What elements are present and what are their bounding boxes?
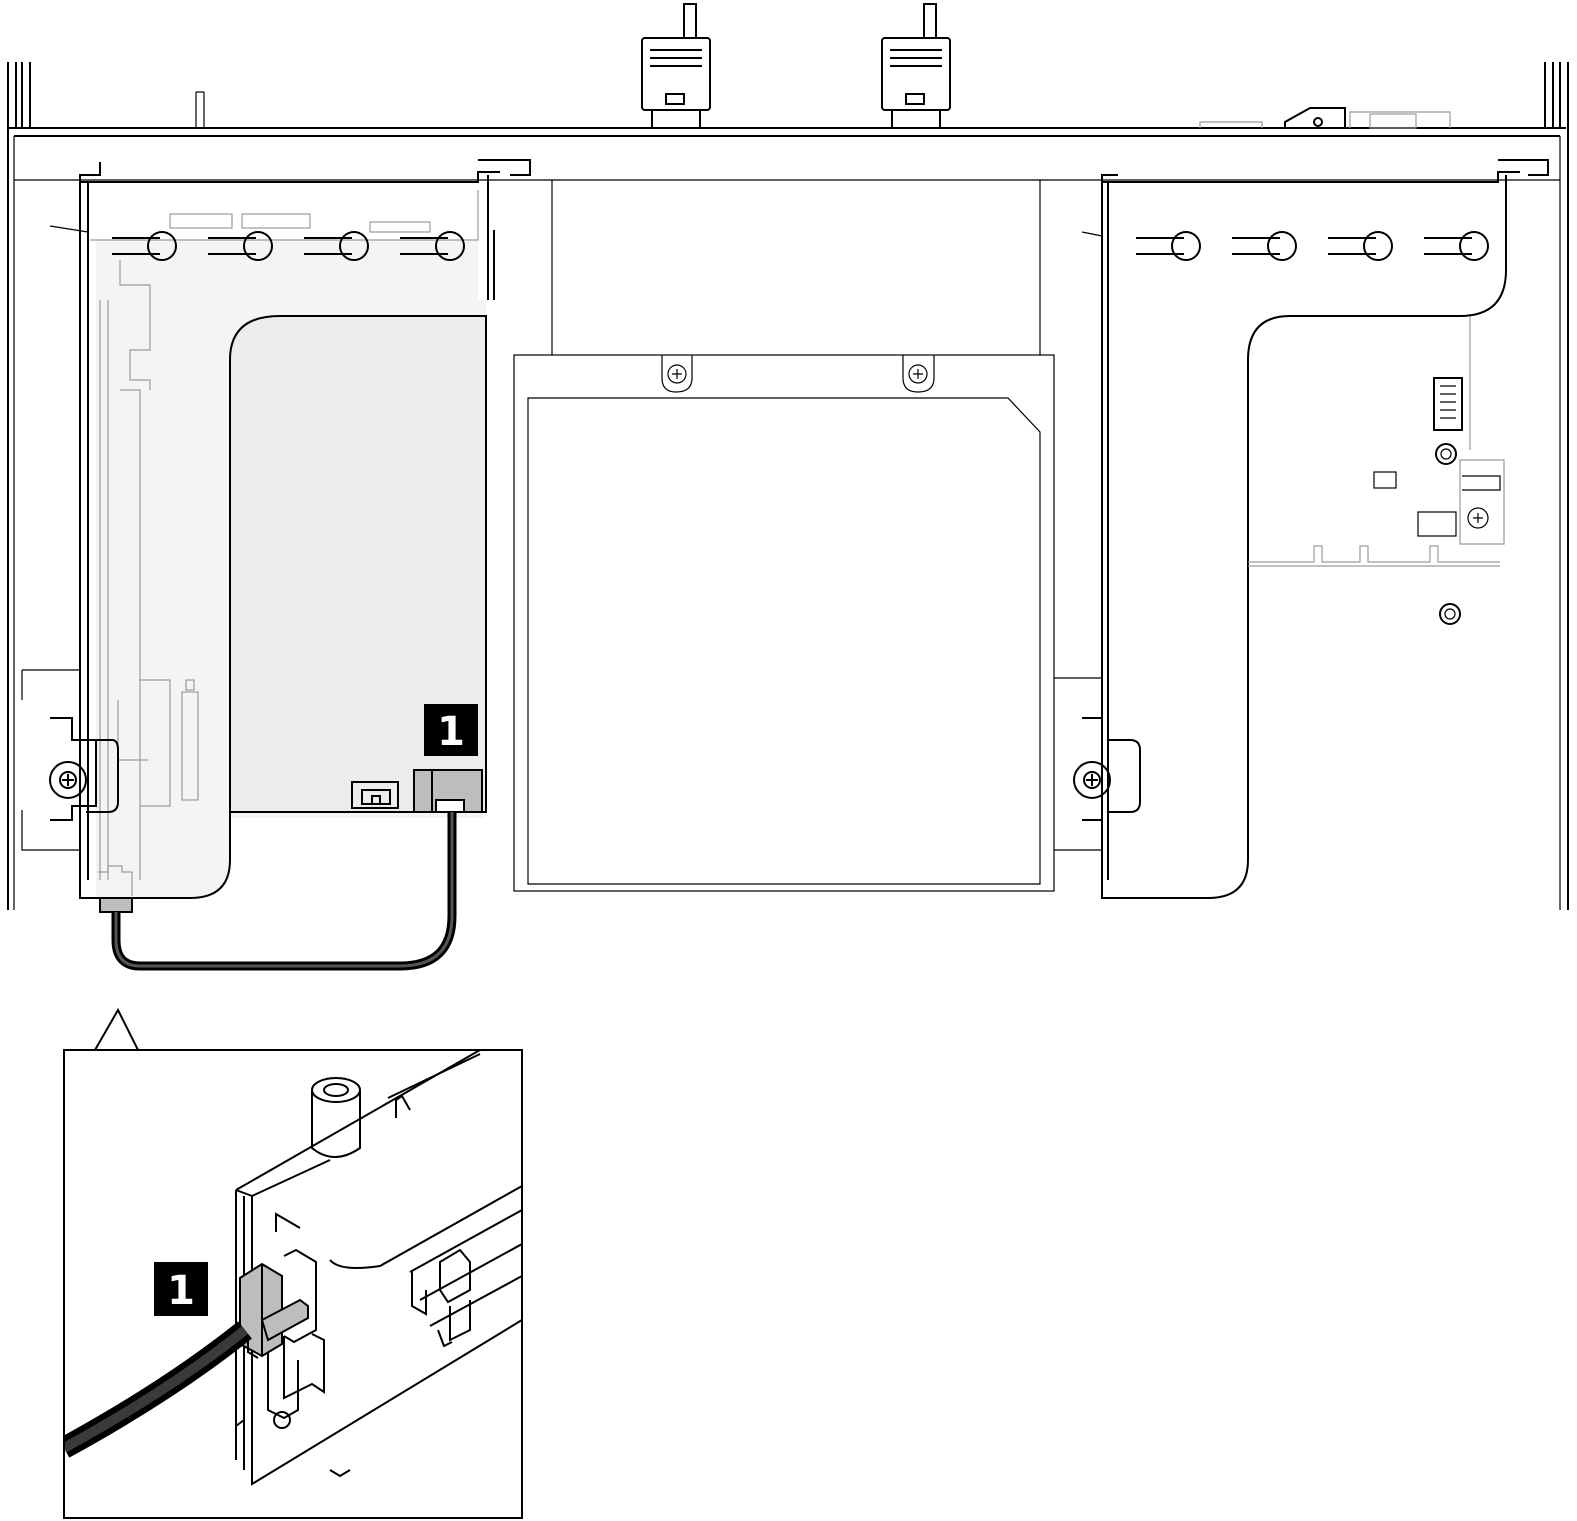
rear-connector-1 <box>641 3 711 129</box>
keyhole-slots-right <box>1136 231 1489 261</box>
motherboard-details <box>1248 316 1505 625</box>
detail-inset <box>63 1049 523 1519</box>
card-small-connector <box>351 781 399 809</box>
callout-badge-detail: 1 <box>154 1262 208 1316</box>
cage-bottom-connector <box>99 897 133 913</box>
keyhole-slots-left <box>112 231 465 261</box>
center-module <box>513 180 1102 892</box>
right-thumbscrew <box>1073 717 1141 821</box>
callout-label-main: 1 <box>437 709 465 755</box>
left-riser-cage <box>49 159 531 913</box>
detail-pointer <box>94 1007 139 1051</box>
right-riser-cage <box>1073 159 1549 899</box>
signal-cable <box>111 812 457 971</box>
rear-connector-2 <box>881 3 951 129</box>
callout-label-detail: 1 <box>167 1268 195 1314</box>
callout-badge-main: 1 <box>424 704 478 756</box>
rear-io-ports <box>1199 107 1451 129</box>
left-thumbscrew <box>49 717 119 821</box>
chassis-frame <box>7 62 1569 910</box>
riser-cable-connector <box>413 769 483 813</box>
